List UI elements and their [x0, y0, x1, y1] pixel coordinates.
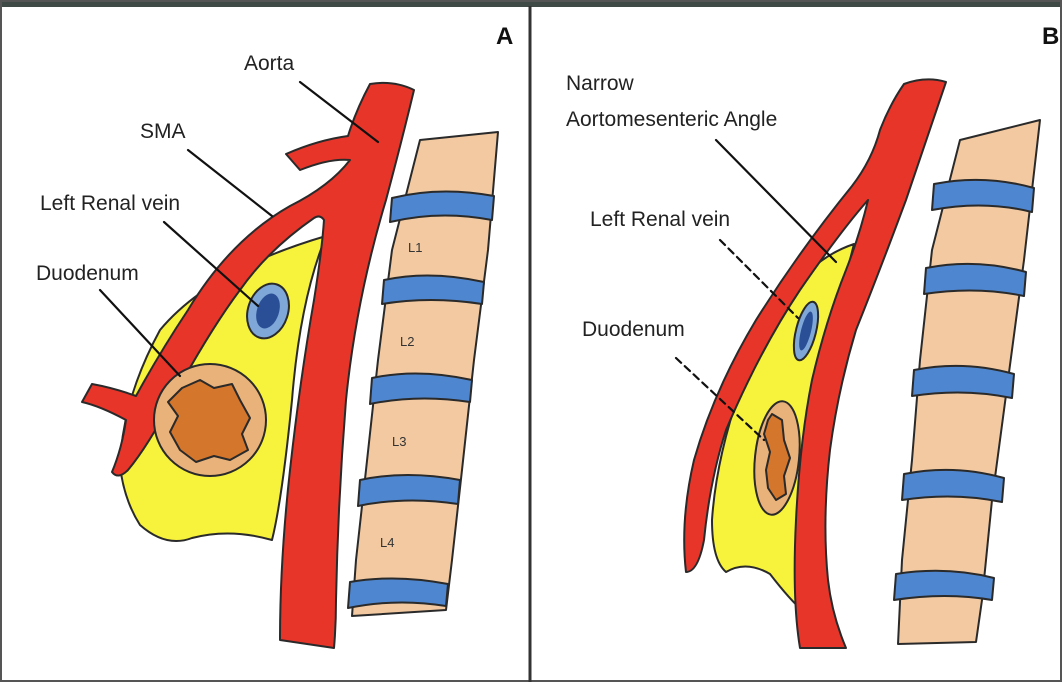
disc-a-4: [358, 475, 460, 506]
sma-label-a: SMA: [140, 120, 186, 143]
disc-b-2: [924, 264, 1026, 296]
panel-label-a: A: [496, 23, 513, 50]
angle-label-line2-b: Aortomesenteric Angle: [566, 108, 777, 131]
disc-b-3: [912, 366, 1014, 398]
panel-a: L1 L2 L3 L4 A Aorta SMA Left Renal vein …: [36, 23, 513, 648]
disc-a-3: [370, 373, 472, 404]
vertebra-label-a-4: L4: [380, 535, 394, 550]
vertebra-label-a-3: L3: [392, 434, 406, 449]
angle-label-line1-b: Narrow: [566, 72, 635, 95]
aorta-label-a: Aorta: [244, 52, 295, 75]
left-renal-vein-label-a: Left Renal vein: [40, 192, 180, 215]
disc-b-4: [902, 470, 1004, 502]
panel-label-b: B: [1042, 23, 1059, 50]
panel-b: B Narrow Aortomesenteric Angle Left Rena…: [566, 23, 1059, 648]
angle-leader-b: [716, 140, 836, 262]
vertebra-label-a-2: L2: [400, 334, 414, 349]
disc-a-2: [382, 275, 484, 304]
disc-b-5: [894, 571, 994, 600]
sma-leader-a: [188, 150, 272, 216]
vertebra-label-a-1: L1: [408, 240, 422, 255]
duodenum-label-a: Duodenum: [36, 262, 139, 285]
spine-b: [894, 120, 1040, 644]
duodenum-label-b: Duodenum: [582, 318, 685, 341]
left-renal-vein-label-b: Left Renal vein: [590, 208, 730, 231]
